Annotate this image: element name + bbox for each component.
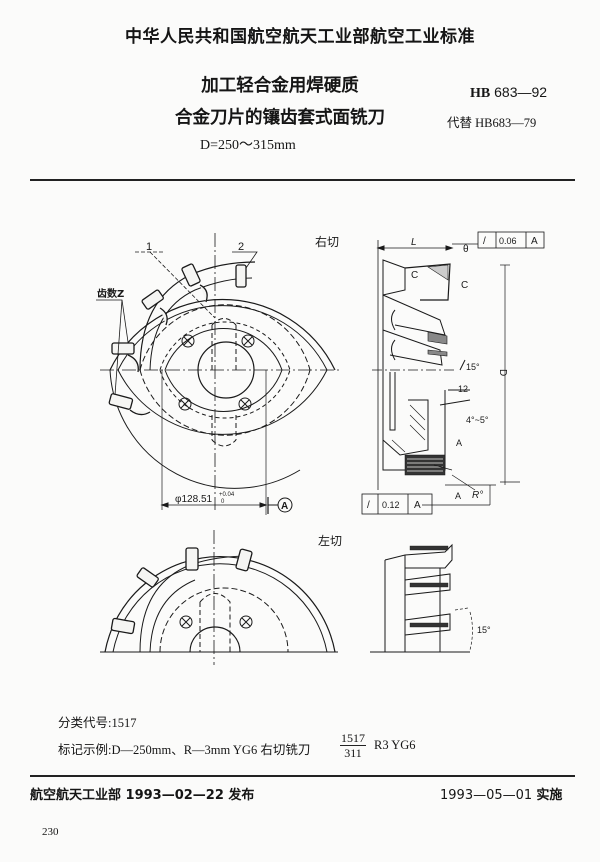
implementation-date-value: 1993—05—01 bbox=[440, 788, 533, 803]
right-cut-front-view bbox=[96, 233, 340, 515]
standard-number: HB 683—92 bbox=[470, 84, 547, 102]
technical-drawing: 右切 左切 1 2 齿数Z φ128.51 +0.04 0 A L θ C C … bbox=[96, 231, 545, 665]
left-cut-label: 左切 bbox=[318, 533, 342, 548]
angle-4-5: 4°~5° bbox=[466, 415, 489, 425]
replaces-standard: 代替 HB683—79 bbox=[447, 116, 537, 130]
standard-code: 683—92 bbox=[494, 84, 548, 100]
runout-top-symbol: / bbox=[483, 236, 486, 247]
marking-suffix: R3 YG6 bbox=[374, 738, 416, 752]
runout-top-datum: A bbox=[531, 236, 538, 247]
left-cut-side-section bbox=[370, 543, 473, 653]
fraction-denominator: 311 bbox=[344, 746, 362, 760]
marking-label: 标记示例: bbox=[58, 743, 112, 757]
marking-example: 标记示例:D—250mm、R—3mm YG6 右切铣刀 bbox=[58, 739, 310, 758]
fraction-numerator: 1517 bbox=[340, 731, 366, 746]
classification-value: 1517 bbox=[111, 716, 137, 730]
bolt-hole bbox=[178, 334, 255, 411]
angle-15-top: 15° bbox=[466, 362, 480, 372]
dim-r: R° bbox=[472, 490, 483, 501]
document-title-line2: 合金刀片的镶齿套式面铣刀 bbox=[175, 108, 385, 128]
right-cut-side-section bbox=[361, 231, 545, 515]
bore-dimension: φ128.51 bbox=[175, 494, 213, 505]
classification-label: 分类代号: bbox=[58, 716, 112, 730]
runout-top-value: 0.06 bbox=[499, 236, 517, 246]
dim-c-1: C bbox=[411, 270, 418, 281]
part-label-2: 2 bbox=[238, 241, 244, 253]
dim-c-2: C bbox=[461, 280, 468, 291]
standard-prefix: HB bbox=[470, 86, 491, 101]
dim-12: 12 bbox=[458, 384, 468, 394]
footer-divider bbox=[30, 775, 575, 777]
organization-header: 中华人民共和国航空航天工业部航空工业标准 bbox=[125, 27, 475, 47]
part-label-1: 1 bbox=[146, 241, 152, 253]
runout-bottom-symbol: / bbox=[367, 500, 370, 511]
page-number: 230 bbox=[42, 826, 59, 838]
publisher-date: 航空航天工业部 1993—02—22 发布 bbox=[30, 788, 255, 803]
header-divider bbox=[30, 179, 575, 181]
section-a-top: A bbox=[456, 438, 462, 448]
left-cut-front-view bbox=[100, 530, 338, 665]
marking-text: D—250mm、R—3mm YG6 右切铣刀 bbox=[111, 743, 311, 757]
datum-a: A bbox=[281, 501, 288, 512]
implementation-label: 实施 bbox=[536, 788, 563, 803]
classification-code: 分类代号:1517 bbox=[58, 712, 136, 731]
marking-fraction: 1517 311 bbox=[340, 731, 366, 760]
cutter-teeth bbox=[108, 263, 247, 416]
implementation-date: 1993—05—01 实施 bbox=[440, 784, 562, 803]
dim-theta: θ bbox=[463, 244, 469, 255]
section-a-bottom: A bbox=[455, 491, 461, 501]
runout-bottom-datum: A bbox=[414, 500, 421, 511]
teeth-count-label: 齿数Z bbox=[97, 287, 124, 300]
angle-15-bottom: 15° bbox=[477, 625, 491, 635]
dim-l: L bbox=[411, 237, 417, 248]
bore-tolerance-upper: +0.04 bbox=[219, 492, 235, 498]
runout-bottom-value: 0.12 bbox=[382, 500, 400, 510]
dim-d: D bbox=[497, 369, 508, 376]
bore-tolerance-lower: 0 bbox=[221, 499, 225, 505]
right-cut-label: 右切 bbox=[315, 234, 339, 249]
document-title-line1: 加工轻合金用焊硬质 bbox=[201, 76, 359, 96]
diameter-range: D=250～315mm bbox=[200, 138, 296, 153]
